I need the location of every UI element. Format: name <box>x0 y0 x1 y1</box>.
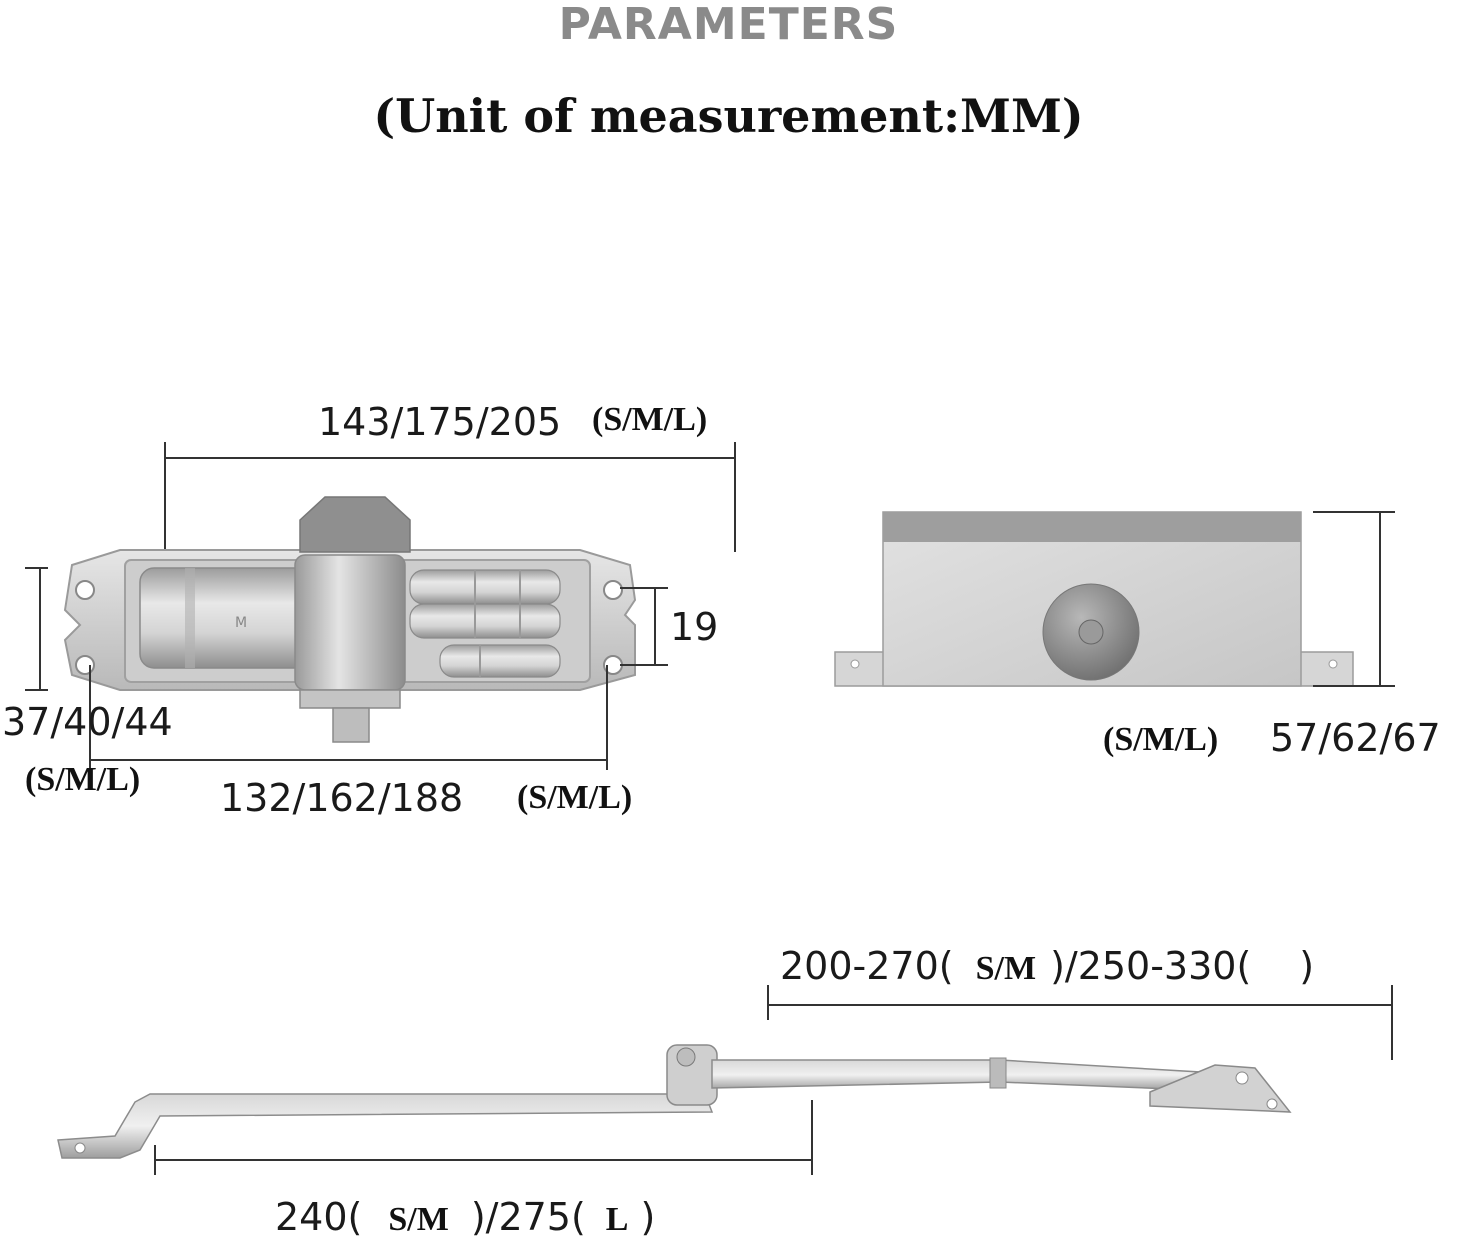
lower-arm <box>57 1093 714 1159</box>
height-dimension-line <box>1313 511 1395 687</box>
side-body-top <box>883 512 1301 542</box>
lower-arm-sizes-sm: S/M <box>388 1201 449 1238</box>
upper-arm-length-label: 200-270( S/M )/250-330() <box>780 944 1314 989</box>
closer-arm <box>57 985 1393 1175</box>
page-title: PARAMETERS <box>558 0 899 50</box>
spindle-cap <box>299 496 411 553</box>
body-width-dimension-line <box>25 567 48 691</box>
body-marking: M <box>235 615 247 631</box>
body-width-label: 37/40/44 <box>2 700 173 744</box>
hole-spacing-length-sizes: (S/M/L) <box>517 779 633 816</box>
hole-spacing-width-label: 19 <box>670 605 719 649</box>
lower-arm-dimension-line <box>154 1100 813 1175</box>
valve-tube <box>409 603 561 639</box>
mounting-hole-icon <box>75 580 95 600</box>
mounting-hole-icon <box>603 580 623 600</box>
upper-arm-dimension-line <box>767 985 1393 1060</box>
lower-arm-length-label: 240( S/M )/275( L) <box>275 1195 655 1240</box>
upper-arm-mid: )/250-330( <box>1050 944 1252 988</box>
unit-subtitle: (Unit of measurement:MM) <box>373 89 1084 143</box>
valve-tube <box>409 569 561 605</box>
closer-side-view <box>834 511 1395 687</box>
spindle-housing <box>294 554 406 691</box>
height-label: 57/62/67 <box>1270 716 1441 760</box>
arm-shoe-bracket <box>1149 1064 1292 1113</box>
lower-arm-prefix: 240( <box>275 1195 363 1239</box>
spindle-bolt <box>299 689 401 709</box>
lower-arm-close: ) <box>640 1195 656 1239</box>
body-width-sizes: (S/M/L) <box>25 761 141 798</box>
upper-arm <box>711 1059 1201 1091</box>
upper-arm-sizes: S/M <box>975 950 1037 987</box>
overall-length-dimension-line <box>164 442 736 552</box>
valve-tube <box>439 644 561 678</box>
closer-top-view: M <box>25 442 736 770</box>
hole-spacing-width-dimension-line <box>620 587 668 666</box>
upper-arm-prefix: 200-270( <box>780 944 954 988</box>
piston-cylinder <box>139 567 311 669</box>
mounting-hole-icon <box>75 655 95 675</box>
lower-arm-sizes-l: L <box>605 1201 629 1238</box>
hole-spacing-length-dimension-line <box>89 665 608 770</box>
lower-arm-mid: )/275( <box>470 1195 586 1239</box>
overall-length-label: 143/175/205 <box>318 400 562 444</box>
upper-arm-close: ) <box>1299 944 1315 988</box>
hole-spacing-length-label: 132/162/188 <box>220 776 464 820</box>
overall-length-sizes: (S/M/L) <box>592 401 708 438</box>
height-sizes: (S/M/L) <box>1103 721 1219 758</box>
